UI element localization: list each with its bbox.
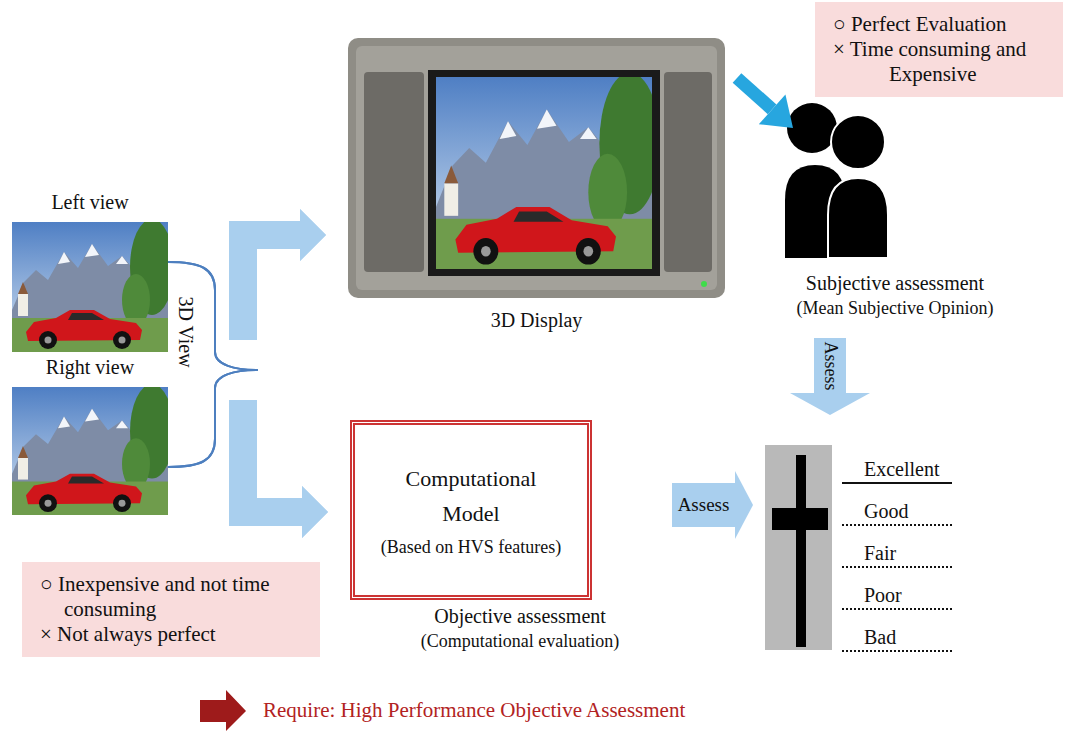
- arrow-head: [302, 486, 328, 538]
- note-text: ○ Perfect Evaluation: [833, 12, 1053, 37]
- note-box: ○ Inexpensive and not time consuming× No…: [22, 562, 320, 657]
- flow-arrow-body: [243, 235, 300, 340]
- left-view-image: [12, 219, 174, 352]
- requirement-arrow: [200, 690, 246, 731]
- flow-arrow-body: [243, 235, 300, 340]
- speaker-panel: [364, 72, 424, 272]
- box-caption: Objective assessment: [355, 603, 685, 629]
- scale-level: Bad: [842, 624, 952, 652]
- screen-image: [436, 73, 660, 269]
- person-body: [828, 178, 888, 258]
- scale-level: Fair: [842, 540, 952, 568]
- process-box: Computational Model (Based on HVS feature…: [350, 420, 592, 600]
- scale-level: Good: [842, 498, 952, 526]
- flow-arrow-body: [243, 400, 302, 512]
- power-led: [701, 281, 707, 287]
- box-subcaption: (Computational evaluation): [355, 629, 685, 653]
- display-monitor: 3D Display: [348, 38, 725, 332]
- group-label: 3D View: [174, 296, 198, 367]
- viewer-group: Subjective assessment(Mean Subjective Op…: [765, 120, 1025, 320]
- view-image: Left view: [12, 190, 168, 352]
- slider-knob: [772, 508, 828, 530]
- slider-rail: [796, 455, 806, 647]
- view-heading: Right view: [12, 355, 168, 379]
- arrow-head: [759, 94, 793, 128]
- box-caption-group: Objective assessment(Computational evalu…: [355, 603, 685, 653]
- speaker-panel: [664, 72, 712, 272]
- rating-scale: ExcellentGoodFairPoorBad: [765, 445, 965, 655]
- monitor-bezel: [356, 46, 717, 290]
- assess-arrow-body: [814, 338, 846, 393]
- box-title: Computational Model: [396, 461, 546, 531]
- rating-slider: [765, 445, 832, 650]
- monitor: [348, 38, 725, 298]
- note-text: ○ Inexpensive and not time consuming: [40, 572, 310, 622]
- view-bracket: [168, 262, 258, 370]
- arrow-head: [300, 209, 326, 261]
- arrow-head: [300, 209, 326, 261]
- flow-arrow: [168, 370, 328, 538]
- requirement-note: Require: High Performance Objective Asse…: [263, 698, 685, 723]
- edge-label: Assess: [820, 341, 840, 390]
- arrow-head: [735, 471, 753, 539]
- arrow-head: [302, 486, 328, 538]
- person-head: [831, 115, 885, 169]
- role-title: Subjective assessment: [765, 270, 1025, 296]
- box-subtitle: (Based on HVS features): [381, 535, 561, 559]
- display-caption: 3D Display: [348, 308, 725, 332]
- screen-frame: [428, 70, 660, 276]
- flow-arrow: [168, 209, 326, 370]
- edge-label: Assess: [678, 495, 730, 516]
- role-subtitle: (Mean Subjective Opinion): [765, 296, 1025, 320]
- flow-arrow: [737, 78, 793, 128]
- person-head: [787, 103, 837, 153]
- flow-arrow-body: [243, 400, 302, 512]
- view-heading: Left view: [12, 190, 168, 214]
- note-text: × Time consuming and Expensive: [833, 37, 1053, 87]
- flow-arrow: [672, 471, 753, 539]
- view-image: Right view: [12, 355, 168, 517]
- assess-arrow-body: [672, 483, 735, 527]
- viewers-icon: [785, 103, 888, 258]
- flow-arrow: [790, 338, 870, 415]
- scale-level: Poor: [842, 582, 952, 610]
- arrow-head: [790, 393, 870, 415]
- scale-level: Excellent: [842, 456, 952, 484]
- note-text: × Not always perfect: [40, 622, 310, 647]
- note-box: ○ Perfect Evaluation× Time consuming and…: [815, 2, 1063, 97]
- monitor-case: [348, 38, 725, 298]
- right-view-image: [12, 384, 174, 515]
- flow-arrow: [168, 262, 328, 538]
- slider-track: [765, 445, 832, 650]
- flow-arrow-body: [737, 78, 772, 109]
